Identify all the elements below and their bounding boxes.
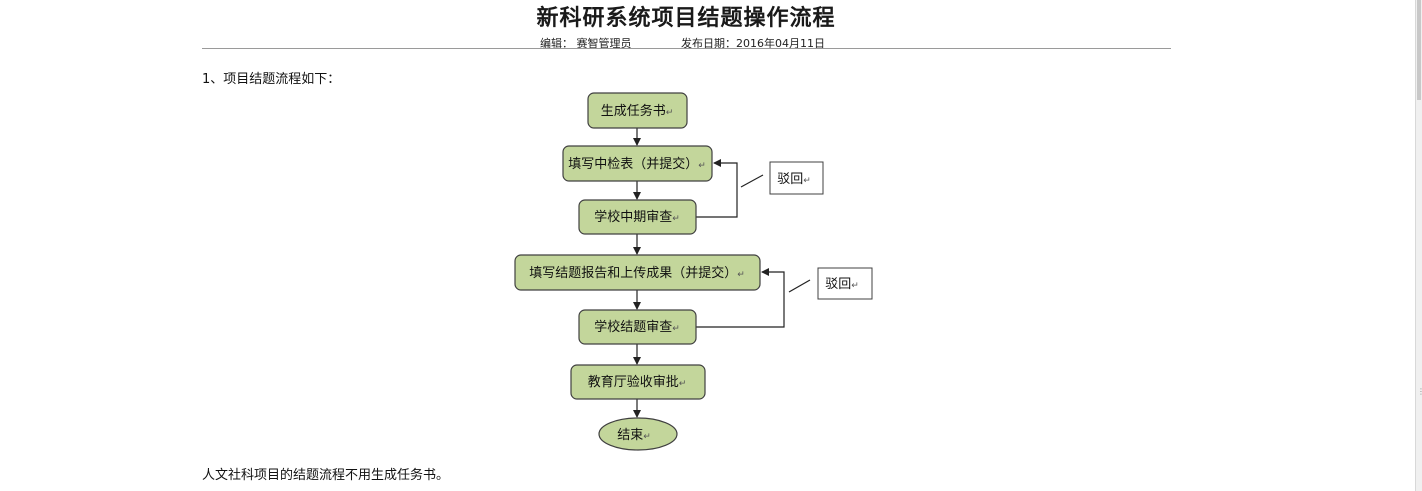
- reject-callout-leader-1: [740, 174, 764, 188]
- reject-note-2-label: 驳回: [825, 277, 851, 292]
- node-fill-midterm-label: 填写中检表（并提交）: [568, 156, 698, 172]
- node-end-label: 结束: [617, 428, 643, 443]
- reject-note-1: 驳回↵: [769, 161, 824, 195]
- editor-value: 赛智管理员: [576, 37, 632, 50]
- svg-text:教育厅验收审批↵: 教育厅验收审批↵: [588, 374, 687, 390]
- node-education-dept-approval: 教育厅验收审批↵: [570, 364, 706, 400]
- vertical-scrollbar[interactable]: ⋮: [1415, 0, 1422, 491]
- scrollbar-grip-icon: ⋮: [1417, 387, 1422, 396]
- node-fill-final-report: 填写结题报告和上传成果（并提交）↵: [514, 254, 761, 291]
- publish-date-label: 发布日期：: [681, 37, 736, 50]
- svg-text:填写结题报告和上传成果（并提交）↵: 填写结题报告和上传成果（并提交）↵: [529, 265, 745, 281]
- node-fill-final-report-label: 填写结题报告和上传成果（并提交）: [529, 265, 737, 281]
- node-school-final-review: 学校结题审查↵: [578, 309, 697, 345]
- node-end: 结束↵: [598, 417, 678, 451]
- footer-note: 人文社科项目的结题流程不用生成任务书。: [202, 468, 450, 483]
- page-title: 新科研系统项目结题操作流程: [536, 5, 836, 31]
- svg-text:填写中检表（并提交）↵: 填写中检表（并提交）↵: [568, 156, 706, 172]
- reject-loop-final: [696, 268, 785, 328]
- article-meta: 编辑： 赛智管理员 发布日期：2016年04月11日: [540, 35, 825, 51]
- reject-callout-leader-2: [788, 279, 811, 293]
- reject-note-1-label: 驳回: [777, 172, 803, 187]
- node-generate-task-label: 生成任务书: [601, 103, 666, 119]
- publish-date-value: 2016年04月11日: [736, 37, 825, 50]
- svg-text:结束↵: 结束↵: [617, 428, 651, 443]
- svg-text:学校中期审查↵: 学校中期审查↵: [594, 209, 680, 225]
- node-school-midterm-review-label: 学校中期审查: [594, 209, 672, 225]
- reject-note-2: 驳回↵: [817, 267, 873, 300]
- intro-text: 1、项目结题流程如下：: [202, 72, 341, 87]
- reject-loop-midterm: [696, 159, 738, 218]
- svg-text:生成任务书↵: 生成任务书↵: [601, 103, 674, 119]
- svg-text:学校结题审查↵: 学校结题审查↵: [594, 319, 680, 335]
- node-fill-midterm: 填写中检表（并提交）↵: [562, 145, 713, 182]
- node-generate-task: 生成任务书↵: [587, 92, 688, 129]
- scrollbar-thumb[interactable]: [1417, 0, 1421, 100]
- editor-label: 编辑：: [540, 37, 573, 50]
- title-divider: [202, 48, 1171, 49]
- svg-text:驳回↵: 驳回↵: [777, 172, 811, 187]
- node-school-final-review-label: 学校结题审查: [594, 319, 672, 335]
- node-education-dept-approval-label: 教育厅验收审批: [588, 374, 679, 390]
- node-school-midterm-review: 学校中期审查↵: [578, 199, 697, 235]
- svg-text:驳回↵: 驳回↵: [825, 277, 859, 292]
